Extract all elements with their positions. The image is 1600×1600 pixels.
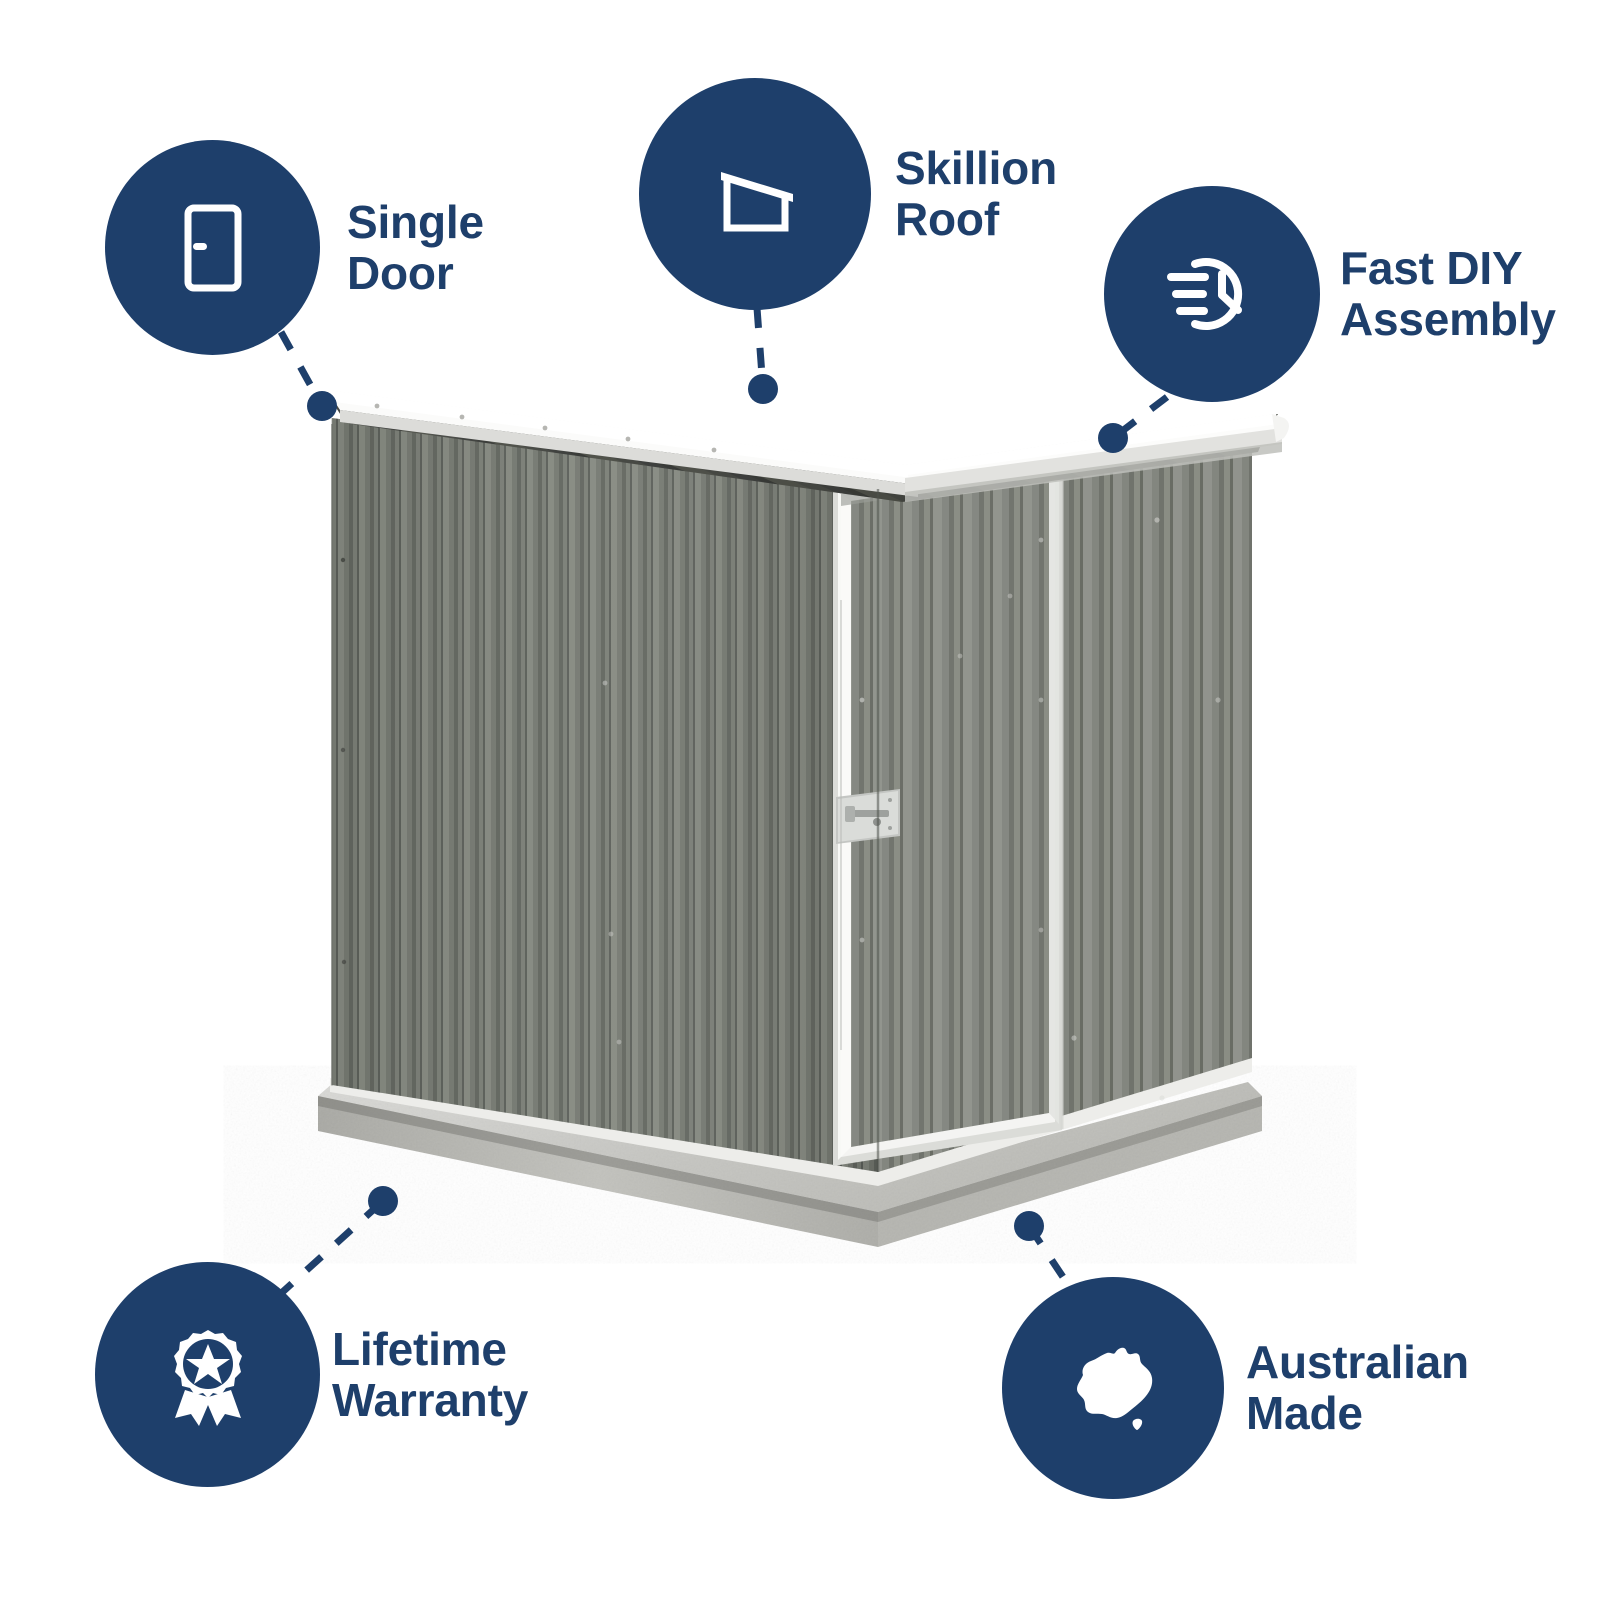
australia-map-icon — [1077, 1347, 1153, 1430]
feature-lifetime-warranty[interactable]: Lifetime Warranty — [95, 1262, 528, 1487]
feature-label-australian-made: Australian Made — [1246, 1336, 1469, 1439]
feature-label-skillion-roof: Skillion Roof — [895, 142, 1057, 245]
feature-single-door[interactable]: Single Door — [105, 140, 484, 355]
award-ribbon-icon — [173, 1329, 242, 1426]
shed-roof — [326, 390, 1289, 502]
fast-clock-icon — [1167, 258, 1243, 330]
skillion-roof-badge — [639, 78, 871, 310]
feature-label-fast-diy-assembly: Fast DIY Assembly — [1340, 242, 1556, 345]
door-icon — [184, 204, 241, 291]
shed-door — [833, 453, 1062, 1166]
fast-diy-assembly-badge — [1104, 186, 1320, 402]
concrete-slab — [318, 1082, 1262, 1247]
feature-fast-diy-assembly[interactable]: Fast DIY Assembly — [1104, 186, 1556, 402]
lifetime-warranty-badge — [95, 1262, 320, 1487]
single-door-badge — [105, 140, 320, 355]
feature-label-lifetime-warranty: Lifetime Warranty — [332, 1322, 529, 1426]
feature-skillion-roof[interactable]: Skillion Roof — [639, 78, 1057, 310]
australian-made-badge — [1002, 1277, 1224, 1499]
door-latch-icon — [836, 789, 900, 844]
base-trim — [330, 1058, 1252, 1186]
feature-label-single-door: Single Door — [347, 195, 484, 299]
feature-australian-made[interactable]: Australian Made — [1002, 1277, 1469, 1499]
shed-side-wall — [331, 418, 878, 1172]
skillion-roof-icon — [721, 172, 793, 232]
